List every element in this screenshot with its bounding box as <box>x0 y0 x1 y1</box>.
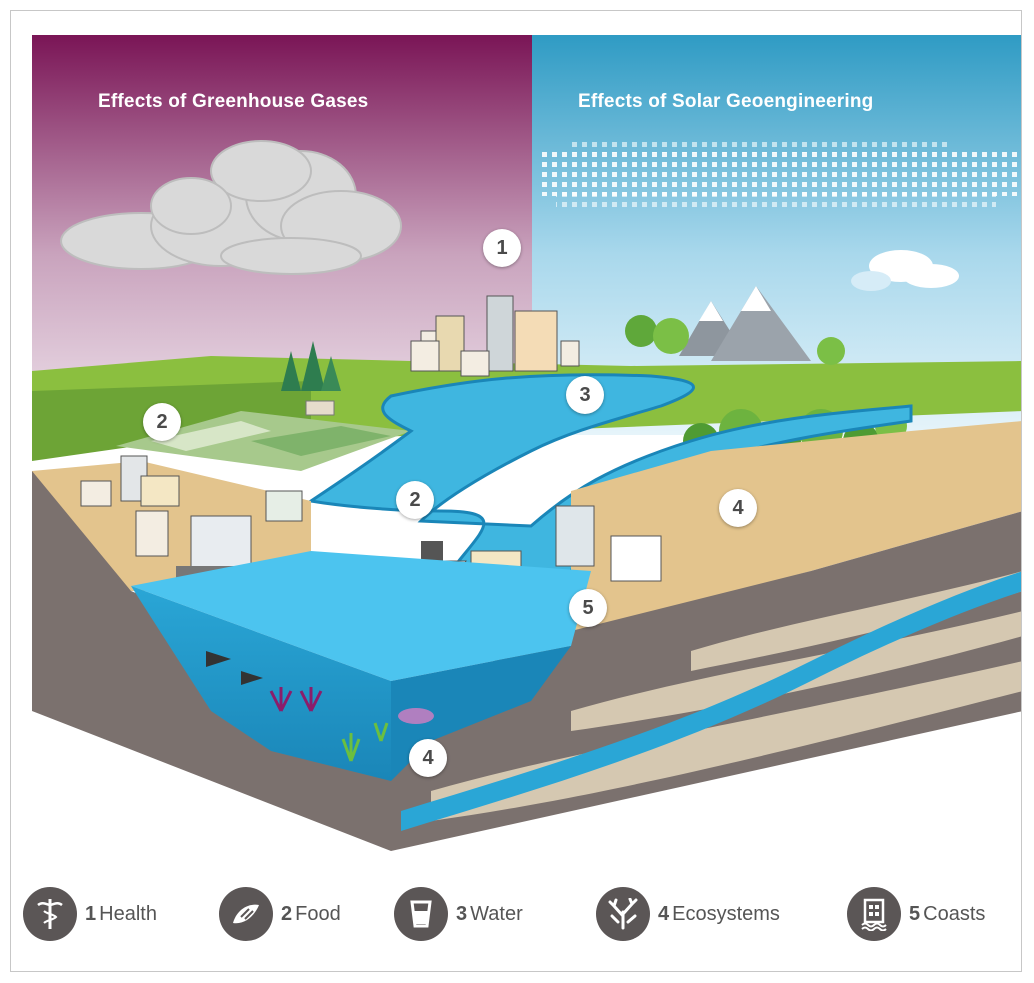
legend-label: Coasts <box>923 902 986 925</box>
right-coast <box>571 421 1021 631</box>
aerosol-layer <box>541 139 1021 211</box>
groundwater <box>401 571 1021 831</box>
water-glass-icon <box>394 887 448 941</box>
ocean-surface <box>131 551 591 681</box>
legend-number: 3 <box>456 902 468 925</box>
marker-ecosystems-forest: 4 <box>719 489 757 527</box>
legend-label: Ecosystems <box>672 902 780 925</box>
caduceus-icon <box>23 887 77 941</box>
legend-label: Food <box>295 902 341 925</box>
marine-life <box>206 651 434 762</box>
marker-ecosystems-ocean: 4 <box>409 739 447 777</box>
legend-number: 2 <box>281 902 293 925</box>
greenhouse-cloud <box>60 140 402 275</box>
geoengineering-header: Effects of Solar Geoengineering <box>578 91 874 112</box>
river <box>307 373 913 573</box>
mountains <box>679 286 811 361</box>
ocean-cross-section <box>131 586 391 781</box>
legend-item-health: 1 Health <box>23 887 157 941</box>
legend-item-ecosystems: 4 Ecosystems <box>596 887 780 941</box>
small-cloud <box>851 250 959 291</box>
legend-label: Water <box>470 902 523 925</box>
greenhouse-header: Effects of Greenhouse Gases <box>98 91 369 112</box>
legend: 1 Health 2 Food 3 Water <box>11 879 1021 949</box>
diagram-frame: Effects of Greenhouse Gases Effects of S… <box>10 10 1022 972</box>
farm-fields <box>116 400 411 471</box>
fish-bread-icon <box>219 887 273 941</box>
legend-number: 1 <box>85 902 97 925</box>
city <box>410 295 580 377</box>
marker-food-farm: 2 <box>143 403 181 441</box>
legend-number: 4 <box>658 902 670 925</box>
coral-icon <box>596 887 650 941</box>
legend-item-water: 3 Water <box>394 887 523 941</box>
legend-item-food: 2 Food <box>219 887 341 941</box>
coastal-building-icon <box>847 887 901 941</box>
legend-label: Health <box>99 902 157 925</box>
climate-scene <box>32 35 1021 851</box>
marker-health: 1 <box>483 229 521 267</box>
legend-number: 5 <box>909 902 921 925</box>
marker-coasts: 5 <box>569 589 607 627</box>
legend-item-coasts: 5 Coasts <box>847 887 985 941</box>
marker-water: 3 <box>566 376 604 414</box>
marker-food-fishery: 2 <box>396 481 434 519</box>
